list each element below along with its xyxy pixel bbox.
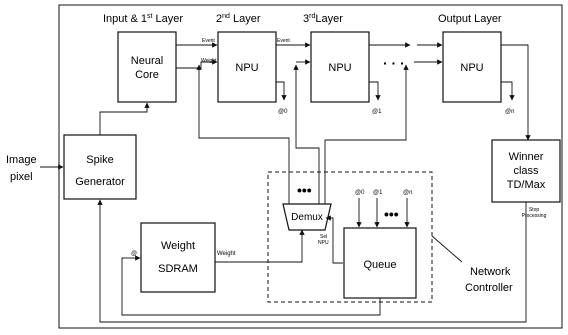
npu-layer2-block: [217, 31, 277, 103]
weight-label-npu2: Weight: [201, 58, 217, 64]
demux-dots: •••: [297, 182, 312, 198]
atn-label: @n: [505, 109, 514, 115]
winner-label-2: class: [513, 165, 539, 177]
queue-atn-label: @n: [403, 190, 412, 196]
queue-at1-label: @1: [373, 190, 383, 196]
queue-dots: •••: [384, 206, 399, 222]
npu-output-label: NPU: [460, 62, 483, 74]
sdram-weight-label: Weight: [217, 251, 236, 257]
npu-output-block: [442, 31, 502, 103]
sel-npu-wire: [325, 215, 343, 264]
npu-layer3-block: [310, 31, 370, 103]
stop-processing-wire: [97, 199, 527, 323]
weight-sdram-label-2: SDRAM: [158, 263, 198, 275]
sdram-at-label: @: [131, 251, 137, 257]
queue-to-sdram-wire: [121, 257, 381, 316]
demux-to-npu3-wire: [293, 64, 320, 204]
at0-wire: [276, 81, 287, 101]
event-label-1: Event: [202, 38, 215, 44]
layer-heading-input: Input & 1st Layer: [103, 13, 183, 25]
atn-wire: [501, 81, 515, 101]
winner-label-1: Winner: [509, 151, 544, 163]
output-to-winner-wire: [501, 44, 531, 141]
neural-core-label-1: Neural: [131, 55, 163, 67]
queue-at0-label: @0: [355, 190, 365, 196]
event-label-2: Event: [277, 38, 290, 44]
npu-layer2-label: NPU: [235, 62, 258, 74]
sdram-to-demux-wire: [215, 229, 305, 263]
at1-wire: [369, 81, 381, 101]
neural-core-block: [117, 31, 177, 103]
network-controller-label-2: Controller: [465, 282, 513, 294]
layer-heading-second: 2nd Layer: [216, 13, 261, 25]
spike-to-core-wire: [99, 102, 150, 135]
sel-label-2: NPU: [318, 240, 329, 246]
winner-class-block: [491, 139, 561, 203]
at0-label: @0: [278, 109, 288, 115]
spike-label-2: Generator: [75, 176, 125, 188]
stop-label-2: Processing: [522, 213, 547, 219]
stop-label-1: Stop: [529, 207, 540, 213]
layer-heading-output: Output Layer: [438, 13, 502, 25]
demux-label: Demux: [291, 212, 323, 223]
layer-ellipsis: · · ·: [383, 55, 405, 71]
spike-to-core-wire-hidden: [100, 102, 147, 135]
winner-label-3: TD/Max: [507, 179, 546, 191]
demux-to-npu2-wire: [196, 64, 290, 204]
queue-label: Queue: [363, 259, 396, 271]
demux-to-npu-out-wire: [324, 64, 409, 204]
weight-sdram-block: [140, 222, 216, 293]
spike-generator-block: [63, 134, 137, 200]
spike-label-1: Spike: [86, 154, 114, 166]
neural-core-label-2: Core: [135, 69, 159, 81]
layer-heading-third: 3rdLayer: [303, 13, 343, 25]
demux-to-npu2-wire-b: [293, 150, 295, 204]
network-controller-label-1: Network: [470, 266, 511, 278]
sel-label-1: Sel: [320, 234, 327, 240]
network-controller-pointer: [431, 235, 463, 263]
image-label-2: pixel: [10, 171, 33, 183]
npu-layer3-label: NPU: [328, 62, 351, 74]
demux-block: [282, 203, 332, 231]
image-label-1: Image: [6, 154, 37, 166]
at1-label: @1: [372, 109, 382, 115]
weight-sdram-label-1: Weight: [161, 240, 195, 252]
